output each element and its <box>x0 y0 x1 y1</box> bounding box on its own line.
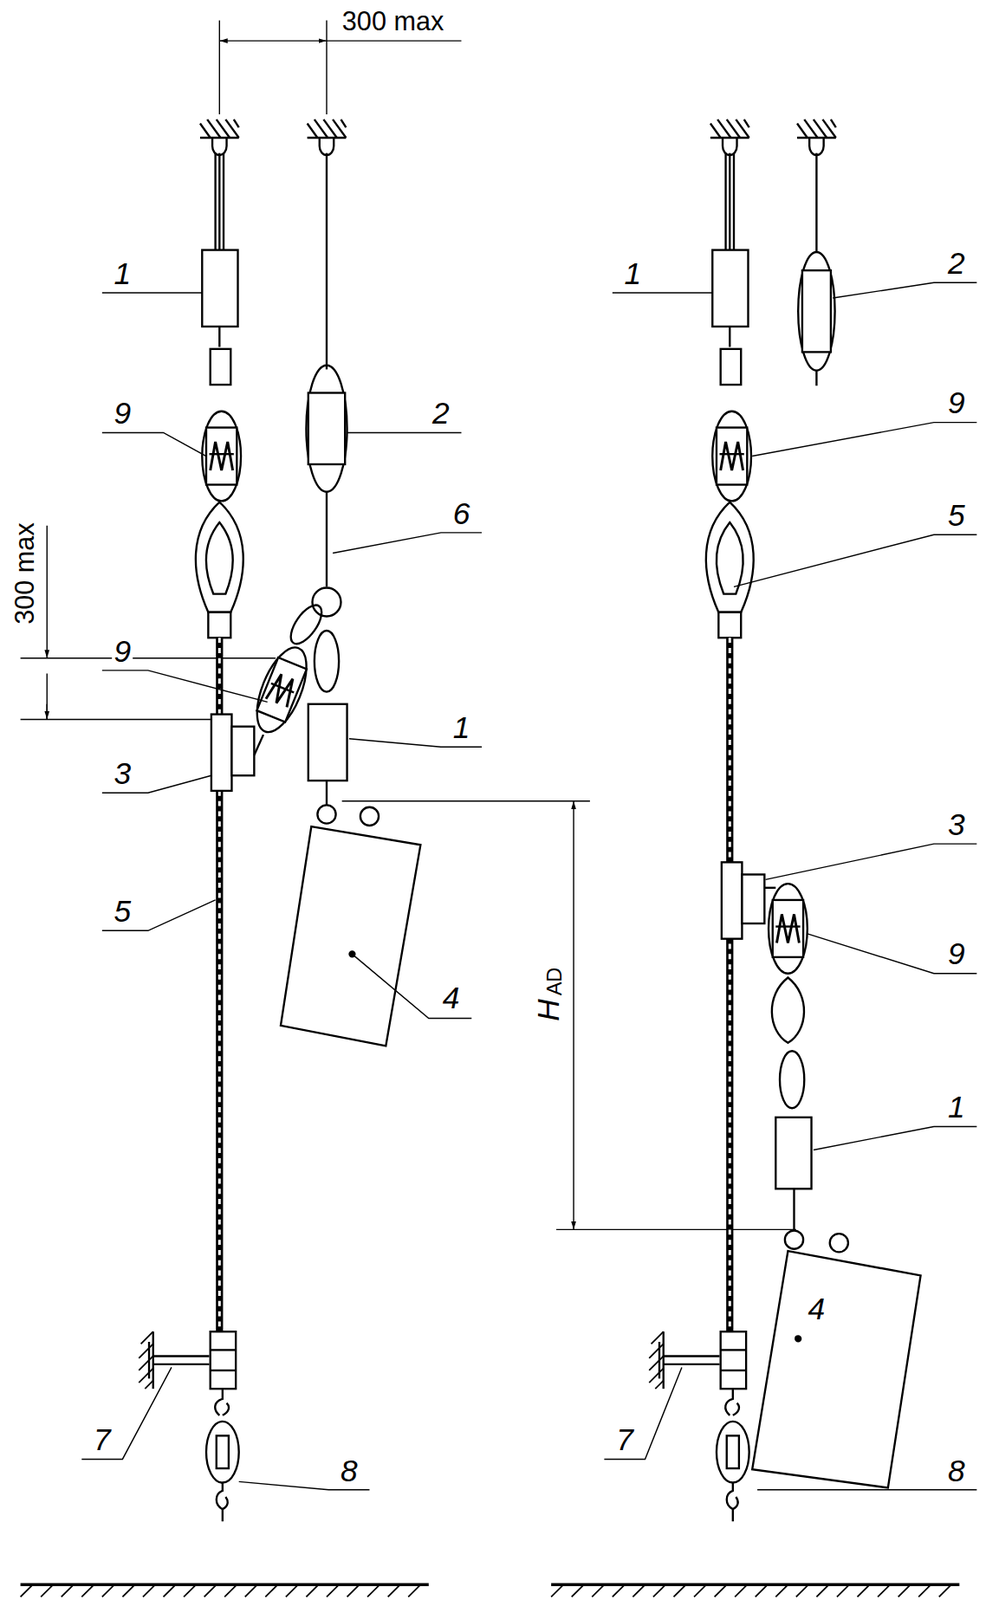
callout-number: 1 <box>112 258 134 289</box>
callout-number: 1 <box>451 712 473 743</box>
callout-number: 2 <box>946 247 967 279</box>
callout-number: 1 <box>946 1092 967 1123</box>
callout-number: 4 <box>806 1294 828 1325</box>
callout-number: 5 <box>946 499 967 531</box>
callout-number: 6 <box>451 498 473 529</box>
callout-number: 3 <box>946 809 967 840</box>
callout-number: 8 <box>338 1455 360 1486</box>
callout-number: 9 <box>112 397 134 429</box>
callout-number: 8 <box>946 1455 967 1486</box>
callout-number: 9 <box>946 939 967 970</box>
dimension-label: 300 max <box>340 6 446 34</box>
callout-number: 7 <box>614 1425 636 1456</box>
callout-number: 9 <box>112 635 134 667</box>
callout-number: 3 <box>112 758 134 789</box>
dimension-label: 300 max <box>11 520 39 626</box>
callout-number: 7 <box>91 1425 113 1456</box>
callout-number: 9 <box>946 388 967 419</box>
callout-number: 2 <box>430 397 452 429</box>
callout-number: 5 <box>112 895 134 927</box>
callout-number: 4 <box>441 982 462 1013</box>
callout-number: 1 <box>622 258 644 289</box>
dimension-symbol: H <box>532 998 564 1025</box>
dimension-subscript: AD <box>544 966 566 999</box>
